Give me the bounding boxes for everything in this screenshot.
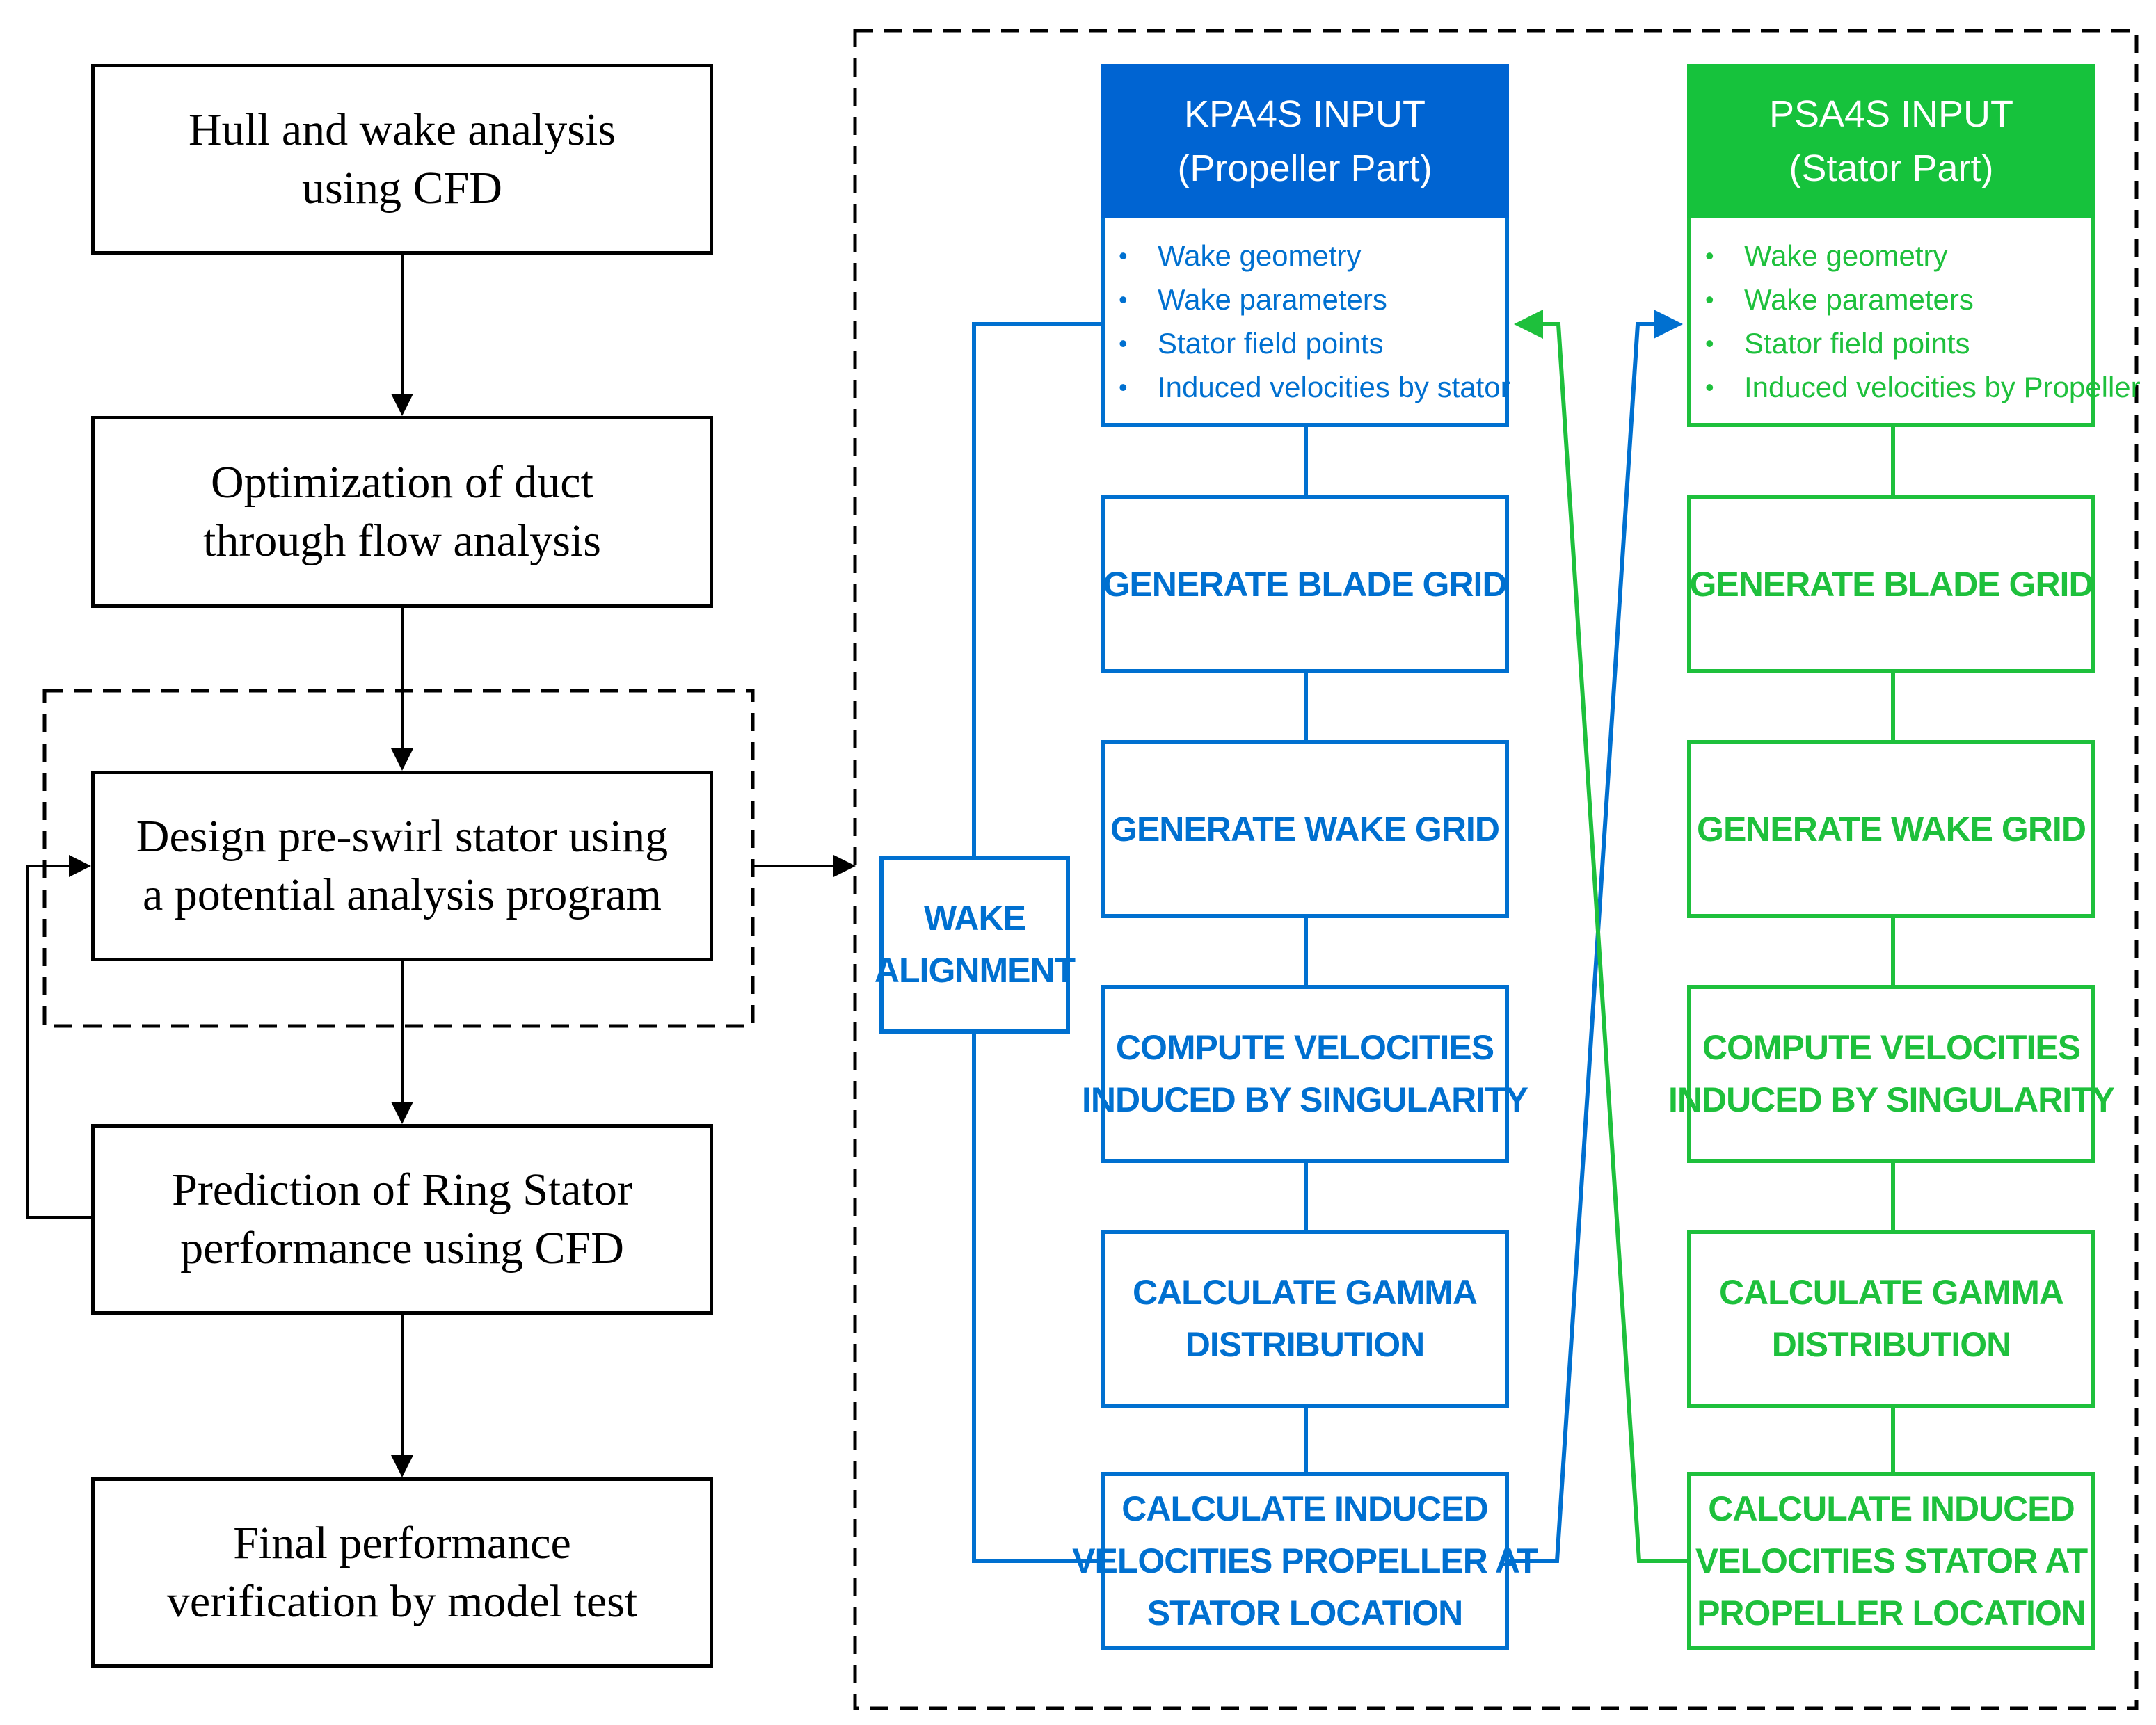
step-label: CALCULATE INDUCED bbox=[1708, 1489, 2075, 1528]
step-text-line: Hull and wake analysis bbox=[188, 104, 616, 156]
wake-alignment-label: WAKE bbox=[924, 899, 1026, 938]
step-label: GENERATE BLADE GRID bbox=[1103, 564, 1507, 604]
input-item: Induced velocities by Propeller bbox=[1691, 365, 2141, 409]
wake-alignment-box: WAKE ALIGNMENT bbox=[875, 856, 1076, 1034]
step-label: DISTRIBUTION bbox=[1771, 1325, 2012, 1364]
step-text-line: verification by model test bbox=[166, 1576, 638, 1627]
step-label: GENERATE BLADE GRID bbox=[1689, 564, 2093, 604]
input-item: Wake parameters bbox=[1691, 278, 2091, 321]
step-text-line: using CFD bbox=[302, 163, 502, 214]
psa4s-input-header: PSA4S INPUT (Stator Part) bbox=[1687, 64, 2095, 218]
header-subtitle: (Propeller Part) bbox=[1177, 147, 1432, 189]
step-label: GENERATE WAKE GRID bbox=[1697, 809, 2086, 849]
performance-prediction-step: Prediction of Ring Stator performance us… bbox=[91, 1124, 713, 1315]
step-text-line: Final performance bbox=[233, 1518, 571, 1569]
model-test-verification-step: Final performance verification by model … bbox=[91, 1477, 713, 1668]
stator-induced-velocities-to-propeller-input bbox=[1514, 310, 1691, 1563]
input-item: Stator field points bbox=[1105, 321, 1505, 365]
step-text-line: performance using CFD bbox=[180, 1223, 624, 1274]
step-text-line: through flow analysis bbox=[203, 515, 601, 566]
stator-calculate-induced-velocities: CALCULATE INDUCED VELOCITIES STATOR AT P… bbox=[1687, 1472, 2095, 1650]
kpa4s-input-header: KPA4S INPUT (Propeller Part) bbox=[1101, 64, 1509, 218]
stator-calculate-gamma: CALCULATE GAMMA DISTRIBUTION bbox=[1687, 1230, 2095, 1408]
input-item: Induced velocities by stator bbox=[1105, 365, 1510, 409]
propeller-calculate-gamma: CALCULATE GAMMA DISTRIBUTION bbox=[1101, 1230, 1509, 1408]
step-label: VELOCITIES STATOR AT bbox=[1695, 1541, 2088, 1580]
step-label: GENERATE WAKE GRID bbox=[1110, 809, 1500, 849]
propeller-generate-wake-grid: GENERATE WAKE GRID bbox=[1101, 740, 1509, 918]
propeller-compute-velocities: COMPUTE VELOCITIES INDUCED BY SINGULARIT… bbox=[1082, 985, 1528, 1163]
step-text-line: Design pre-swirl stator using bbox=[136, 811, 669, 862]
input-item: Wake geometry bbox=[1105, 234, 1505, 278]
header-title: KPA4S INPUT bbox=[1183, 93, 1426, 135]
feedback-arrow-step4-to-step3 bbox=[26, 855, 94, 1219]
propeller-induced-velocities-to-stator-input bbox=[1509, 310, 1683, 1563]
step-text-line: Prediction of Ring Stator bbox=[172, 1164, 632, 1216]
design-step-dashed-frame bbox=[42, 689, 755, 1028]
step-label: CALCULATE INDUCED bbox=[1121, 1489, 1488, 1528]
step-text-line: a potential analysis program bbox=[143, 869, 662, 920]
duct-optimization-step: Optimization of duct through flow analys… bbox=[91, 416, 713, 608]
process-group-dashed-frame bbox=[853, 29, 2139, 1710]
kpa4s-input-list: Wake geometry Wake parameters Stator fie… bbox=[1101, 218, 1510, 427]
propeller-generate-blade-grid: GENERATE BLADE GRID bbox=[1101, 495, 1509, 673]
header-subtitle: (Stator Part) bbox=[1789, 147, 1994, 189]
header-title: PSA4S INPUT bbox=[1768, 93, 2014, 135]
input-item: Wake parameters bbox=[1105, 278, 1505, 321]
step-label: COMPUTE VELOCITIES bbox=[1115, 1028, 1494, 1067]
input-item: Wake geometry bbox=[1691, 234, 2091, 278]
hull-wake-analysis-step: Hull and wake analysis using CFD bbox=[91, 64, 713, 255]
step-label: CALCULATE GAMMA bbox=[1132, 1273, 1478, 1312]
stator-compute-velocities: COMPUTE VELOCITIES INDUCED BY SINGULARIT… bbox=[1668, 985, 2115, 1163]
step-label: PROPELLER LOCATION bbox=[1697, 1593, 2086, 1632]
step-label: STATOR LOCATION bbox=[1147, 1593, 1463, 1632]
stator-generate-wake-grid: GENERATE WAKE GRID bbox=[1687, 740, 2095, 918]
psa4s-input-list: Wake geometry Wake parameters Stator fie… bbox=[1687, 218, 2141, 427]
step-text-line: Optimization of duct bbox=[211, 457, 593, 508]
step-label: COMPUTE VELOCITIES bbox=[1702, 1028, 2081, 1067]
input-item: Stator field points bbox=[1691, 321, 2091, 365]
step-label: CALCULATE GAMMA bbox=[1718, 1273, 2064, 1312]
step-label: VELOCITIES PROPELLER AT bbox=[1072, 1541, 1538, 1580]
stator-design-step: Design pre-swirl stator using a potentia… bbox=[91, 771, 713, 961]
stator-generate-blade-grid: GENERATE BLADE GRID bbox=[1687, 495, 2095, 673]
step-label: INDUCED BY SINGULARITY bbox=[1082, 1080, 1528, 1119]
step-label: DISTRIBUTION bbox=[1185, 1325, 1426, 1364]
propeller-calculate-induced-velocities: CALCULATE INDUCED VELOCITIES PROPELLER A… bbox=[1072, 1472, 1538, 1650]
step-label: INDUCED BY SINGULARITY bbox=[1668, 1080, 2115, 1119]
wake-alignment-label: ALIGNMENT bbox=[874, 951, 1076, 990]
